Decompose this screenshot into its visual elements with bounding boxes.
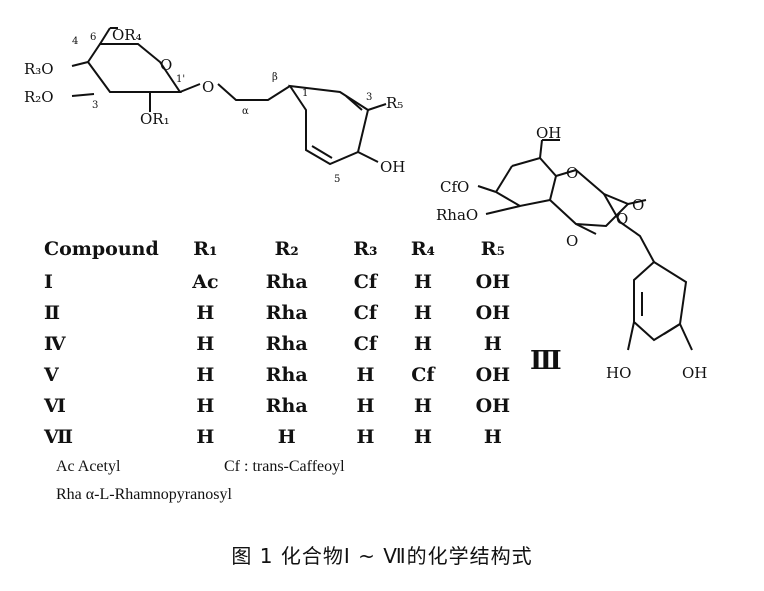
r4-cell: H: [413, 301, 432, 324]
r3-cell: Cf: [353, 270, 378, 293]
ring-o4-label: O: [616, 210, 628, 228]
header-r3: R₃: [353, 238, 378, 260]
r1-cell: H: [196, 394, 215, 417]
r2-cell: Rha: [265, 301, 308, 324]
header-r5: R₅: [480, 238, 505, 260]
position-5-label: 5: [334, 174, 340, 185]
compound-iii-numeral: Ⅲ: [530, 346, 562, 376]
r2o-label: R₂O: [24, 88, 54, 106]
r5-cell: OH: [475, 394, 511, 417]
position-1-label: 1: [302, 88, 308, 99]
r2-cell: Rha: [265, 332, 308, 355]
r3-cell: Cf: [353, 301, 378, 324]
structure-2-bonds: [477, 139, 693, 351]
r1-cell: H: [196, 363, 215, 386]
ho-label: HO: [606, 364, 631, 382]
r1-cell: H: [196, 332, 215, 355]
top-oh-label: OH: [536, 124, 561, 142]
r5-cell: OH: [475, 301, 511, 324]
r4-cell: H: [413, 270, 432, 293]
r3o-label: R₃O: [24, 60, 54, 78]
r1-cell: Ac: [192, 270, 219, 293]
compound-cell: Ⅱ: [44, 301, 61, 324]
table-row: Ⅵ H Rha H H OH: [44, 390, 534, 421]
beta-label: β: [272, 72, 278, 83]
position-4-label: 4: [72, 36, 78, 47]
table-row: Ⅴ H Rha H Cf OH: [44, 359, 534, 390]
r4-cell: H: [413, 332, 432, 355]
table-row: Ⅶ H H H H H: [44, 421, 534, 452]
substituent-table: Compound R₁ R₂ R₃ R₄ R₅ Ⅰ Ac Rha Cf H OH…: [44, 232, 534, 452]
linker-oxygen-label: O: [202, 78, 214, 96]
table-row: Ⅱ H Rha Cf H OH: [44, 297, 534, 328]
header-compound: Compound: [44, 238, 159, 260]
ring-o3-label: O: [566, 232, 578, 250]
header-r4: R₄: [410, 238, 435, 260]
legend-acetyl: Ac Acetyl: [56, 458, 121, 475]
ring-o2-label: O: [632, 196, 644, 214]
header-r1: R₁: [193, 238, 218, 260]
r3-cell: Cf: [353, 332, 378, 355]
position-3-label: 3: [92, 100, 98, 111]
structure-1-bonds: [71, 27, 387, 166]
compound-cell: Ⅵ: [44, 394, 66, 417]
compound-cell: Ⅰ: [44, 270, 53, 293]
ring-o1-label: O: [566, 164, 578, 182]
r3-cell: H: [356, 394, 375, 417]
position-3b-label: 3: [366, 92, 372, 103]
legend-rhamnopyranosyl: Rha α-L-Rhamnopyranosyl: [56, 486, 232, 503]
figure-caption: 图 1 化合物Ⅰ ~ Ⅶ的化学结构式: [231, 544, 533, 568]
r5-cell: H: [483, 332, 502, 355]
position-6-label: 6: [90, 32, 96, 43]
oh-label: OH: [380, 158, 405, 176]
rhao-label: RhaO: [436, 206, 478, 224]
r2-cell: H: [277, 425, 296, 448]
table-row: Ⅰ Ac Rha Cf H OH: [44, 266, 534, 297]
r5-cell: H: [483, 425, 502, 448]
compound-cell: Ⅶ: [44, 425, 73, 448]
r4-cell: H: [413, 394, 432, 417]
or1-label: OR₁: [140, 110, 170, 128]
r3-cell: H: [356, 425, 375, 448]
r2-cell: Rha: [265, 270, 308, 293]
r4-cell: Cf: [411, 363, 435, 386]
r2-cell: Rha: [265, 394, 308, 417]
position-1p-label: 1': [176, 74, 185, 85]
r5-cell: OH: [475, 270, 511, 293]
r3-cell: H: [356, 363, 375, 386]
r5-label: R₅: [386, 94, 403, 112]
r2-cell: Rha: [265, 363, 308, 386]
cfo-label: CfO: [440, 178, 469, 196]
r5-cell: OH: [475, 363, 511, 386]
ring-oxygen-label: O: [160, 56, 172, 74]
r4-cell: H: [413, 425, 432, 448]
table-header-row: Compound R₁ R₂ R₃ R₄ R₅: [44, 232, 534, 266]
compound-cell: Ⅴ: [44, 363, 59, 386]
header-r2: R₂: [274, 238, 299, 260]
catechol-oh-label: OH: [682, 364, 707, 382]
compound-cell: Ⅳ: [44, 332, 66, 355]
or4-label: OR₄: [112, 26, 142, 44]
alpha-label: α: [242, 106, 249, 117]
r1-cell: H: [196, 301, 215, 324]
r1-cell: H: [196, 425, 215, 448]
legend-caffeoyl: Cf : trans-Caffeoyl: [224, 458, 345, 475]
table-row: Ⅳ H Rha Cf H H: [44, 328, 534, 359]
